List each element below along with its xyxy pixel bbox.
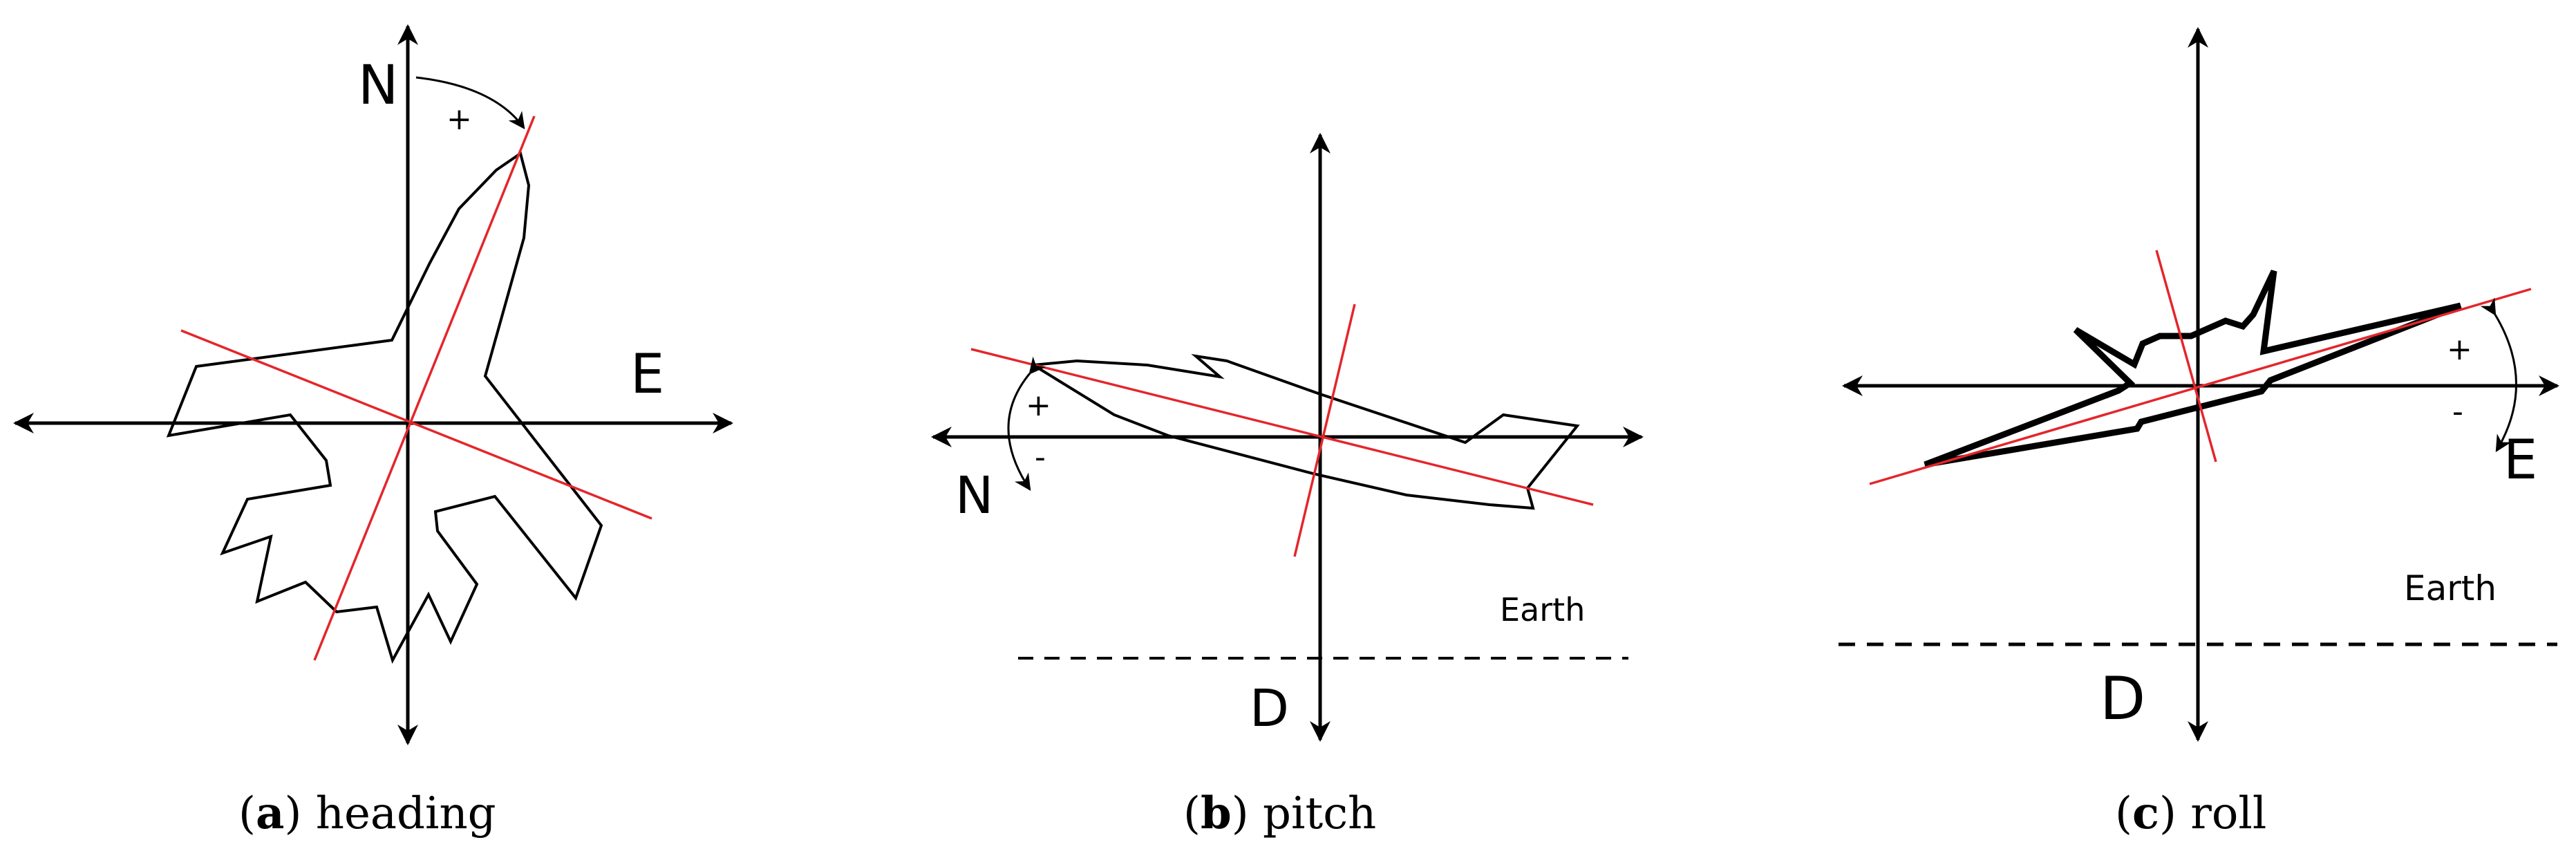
down-label: D	[1250, 679, 1289, 738]
heading-angle-arc	[415, 76, 525, 129]
vertical-body-axis	[1293, 304, 1356, 557]
pitch-minus-sign: -	[1035, 440, 1046, 475]
lateral-axis	[180, 329, 652, 520]
lateral-axis	[1869, 288, 2532, 485]
panel-pitch: N D + - Earth (b) pitch	[931, 133, 1644, 839]
aircraft-side-view	[1028, 353, 1580, 510]
north-label: N	[955, 466, 993, 525]
north-label: N	[358, 55, 398, 117]
caption-pitch: (b) pitch	[1183, 787, 1376, 839]
longitudinal-axis	[970, 348, 1594, 506]
earth-label: Earth	[1500, 591, 1585, 628]
pitch-plus-sign: +	[1026, 388, 1051, 423]
pitch-angle-arc	[1007, 356, 1046, 491]
caption-roll: (c) roll	[2115, 787, 2266, 839]
roll-minus-sign: -	[2452, 394, 2463, 429]
aircraft-top-view	[166, 151, 603, 664]
longitudinal-axis	[313, 115, 536, 661]
roll-plus-sign: +	[2447, 332, 2472, 367]
heading-plus-sign: +	[446, 102, 472, 137]
panel-roll: E D + - Earth (c) roll	[1839, 27, 2559, 839]
panel-heading: N E + (a) heading	[12, 24, 733, 839]
vertical-body-axis	[2155, 250, 2217, 463]
down-label: D	[2100, 664, 2145, 734]
caption-heading: (a) heading	[238, 787, 496, 839]
earth-label: Earth	[2404, 568, 2497, 608]
east-label: E	[2503, 429, 2537, 492]
roll-angle-arc	[2480, 297, 2517, 453]
east-label: E	[630, 344, 664, 406]
aircraft-front-view	[1924, 270, 2462, 468]
